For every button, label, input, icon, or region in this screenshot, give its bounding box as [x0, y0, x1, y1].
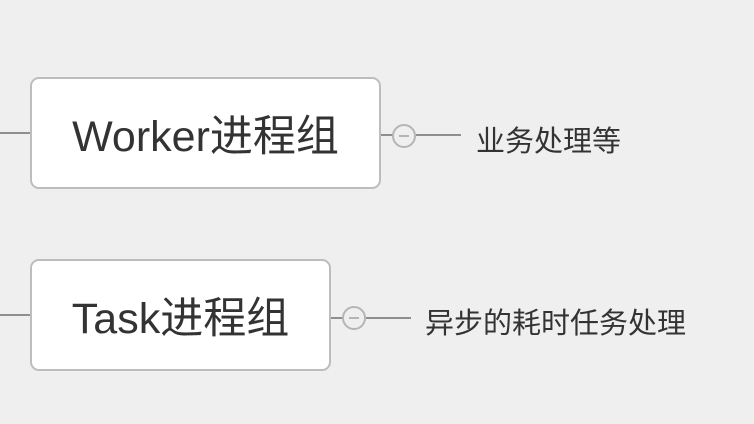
subtopic-worker[interactable]: 业务处理等: [476, 126, 622, 158]
collapse-toggle-icon[interactable]: [342, 306, 366, 330]
connector-line: [366, 317, 411, 319]
connector-line: [381, 134, 393, 136]
topic-node-task[interactable]: Task进程组: [30, 259, 331, 371]
connector-line: [0, 314, 31, 316]
connector-line: [0, 132, 31, 134]
topic-label: Task进程组: [71, 295, 290, 343]
subtopic-task[interactable]: 异步的耗时任务处理: [425, 308, 687, 340]
connector-line: [416, 134, 461, 136]
connector-line: [331, 317, 343, 319]
topic-node-worker[interactable]: Worker进程组: [30, 77, 381, 189]
topic-label: Worker进程组: [72, 113, 339, 161]
collapse-toggle-icon[interactable]: [392, 124, 416, 148]
